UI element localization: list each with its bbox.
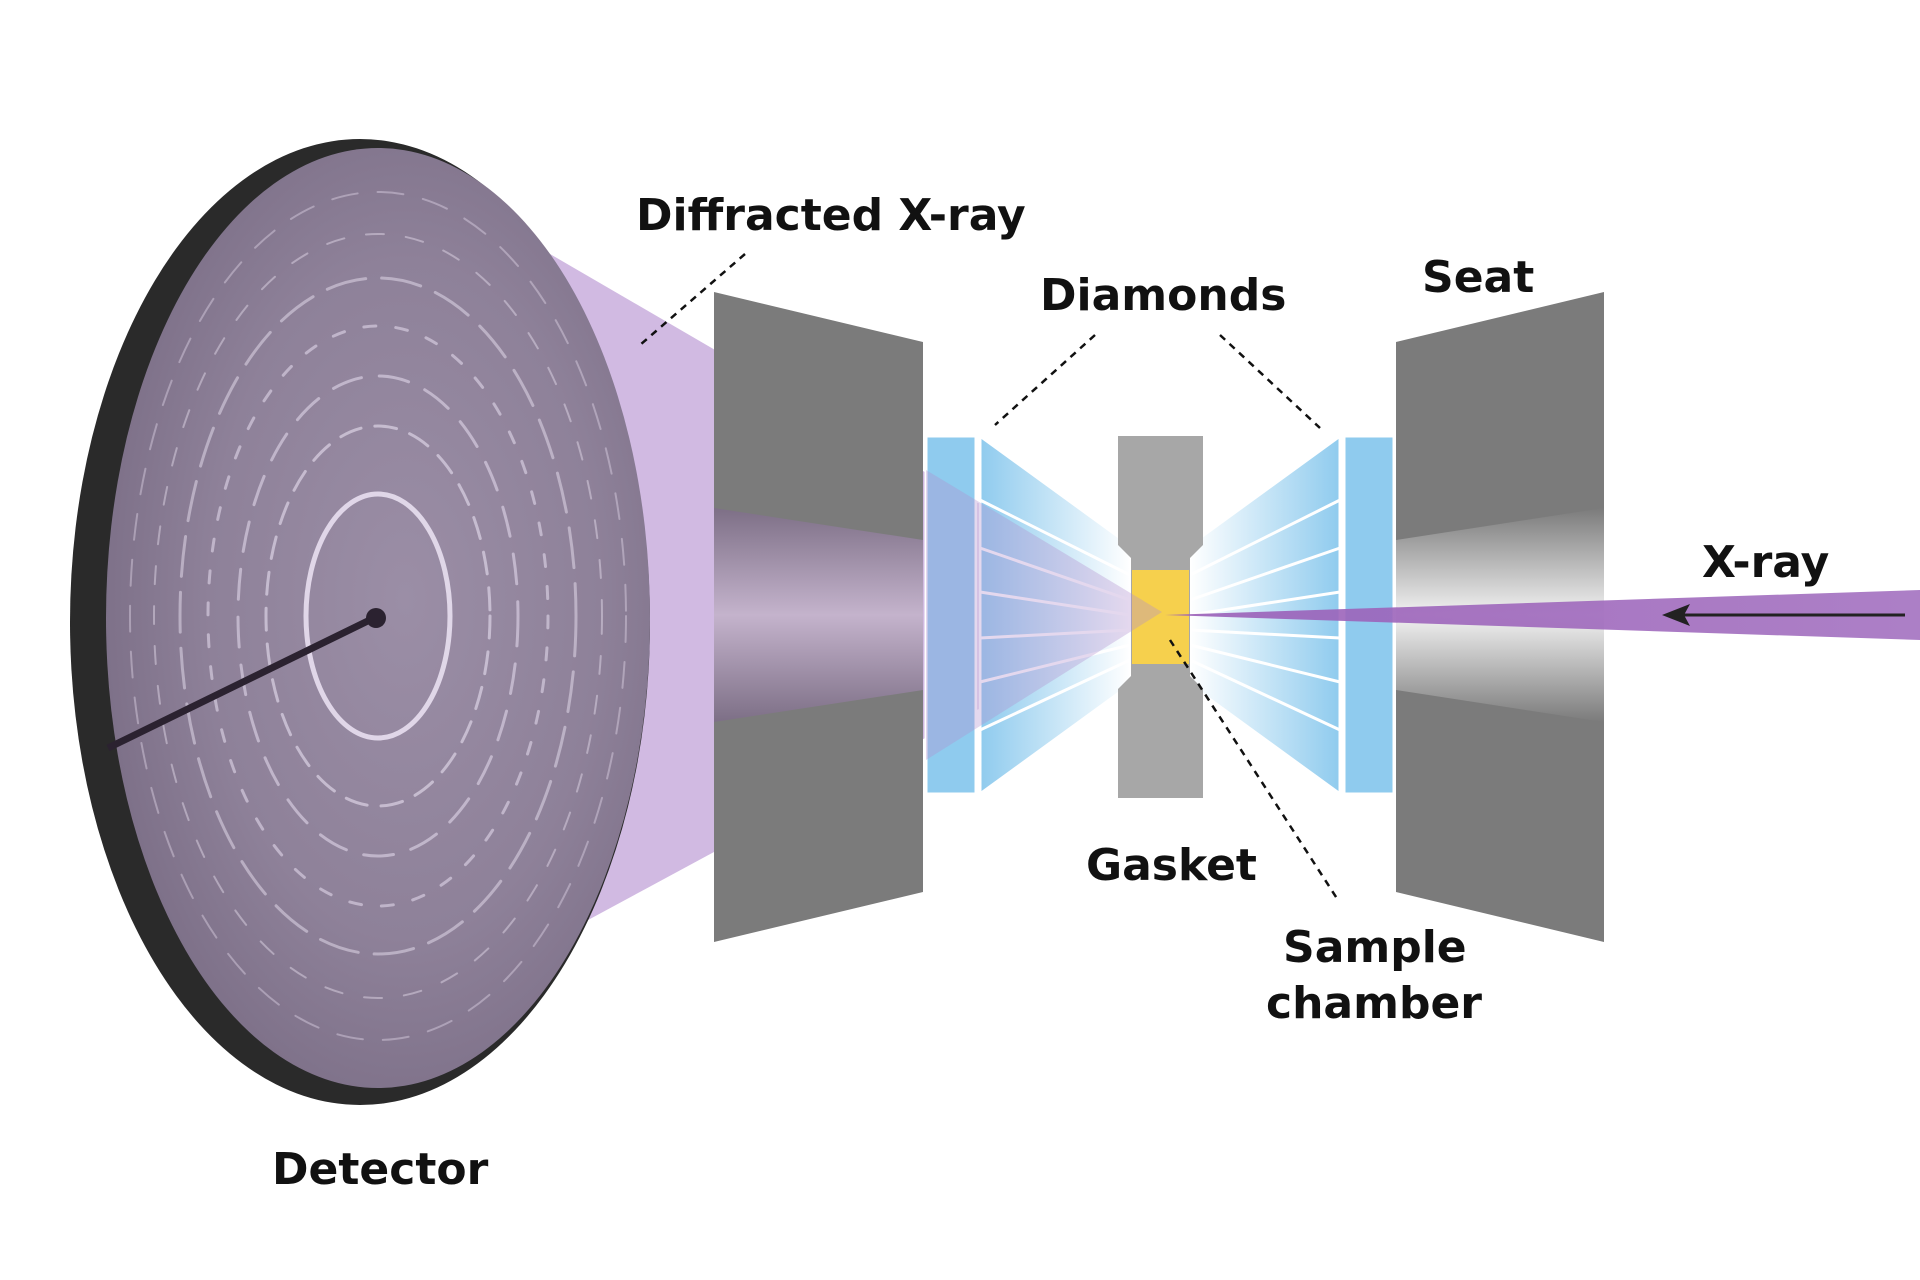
xray-beam	[1165, 590, 1920, 640]
detector	[70, 139, 650, 1105]
beam-stop-arm	[106, 612, 380, 752]
label-sample-chamber-line2: chamber	[1266, 978, 1482, 1029]
seat-left-bore	[714, 508, 923, 722]
arrow-left-icon	[1662, 604, 1905, 626]
facet-line	[1189, 546, 1341, 602]
label-sample-chamber-line1: Sample	[1283, 922, 1467, 973]
leader-diamonds-left	[994, 334, 1096, 426]
facet-line	[979, 498, 1131, 577]
facet-line	[979, 590, 1131, 617]
seat-left	[714, 292, 923, 942]
ring-1	[303, 491, 453, 741]
facet-line	[979, 643, 1131, 684]
diffraction-rings	[129, 191, 627, 1041]
label-diffracted-xray: Diffracted X-ray	[636, 190, 1026, 241]
diffracted-fan	[926, 470, 1162, 760]
ring-4	[206, 324, 550, 908]
diamond-left-table	[924, 434, 978, 796]
label-xray: X-ray	[1702, 537, 1829, 588]
sample-chamber	[1132, 570, 1189, 664]
label-gasket: Gasket	[1086, 840, 1257, 891]
facet-line	[1189, 658, 1341, 732]
ring-6	[153, 233, 603, 999]
facet-line	[979, 658, 1131, 732]
leader-diamonds-right	[1219, 334, 1321, 429]
facet-line	[1189, 628, 1341, 640]
ring-5	[178, 276, 578, 956]
label-detector: Detector	[272, 1144, 489, 1195]
facet-line	[979, 546, 1131, 602]
facet-line	[979, 628, 1131, 640]
label-seat: Seat	[1422, 252, 1534, 303]
ring-2	[264, 424, 492, 808]
facet-line	[1189, 590, 1341, 617]
ring-3	[236, 374, 520, 858]
facet-line	[1189, 643, 1341, 684]
leader-diffracted-xray	[639, 253, 746, 346]
beam-stop	[366, 608, 386, 628]
facet-line	[1189, 498, 1341, 577]
label-diamonds: Diamonds	[1040, 270, 1286, 321]
ring-7	[129, 191, 627, 1041]
